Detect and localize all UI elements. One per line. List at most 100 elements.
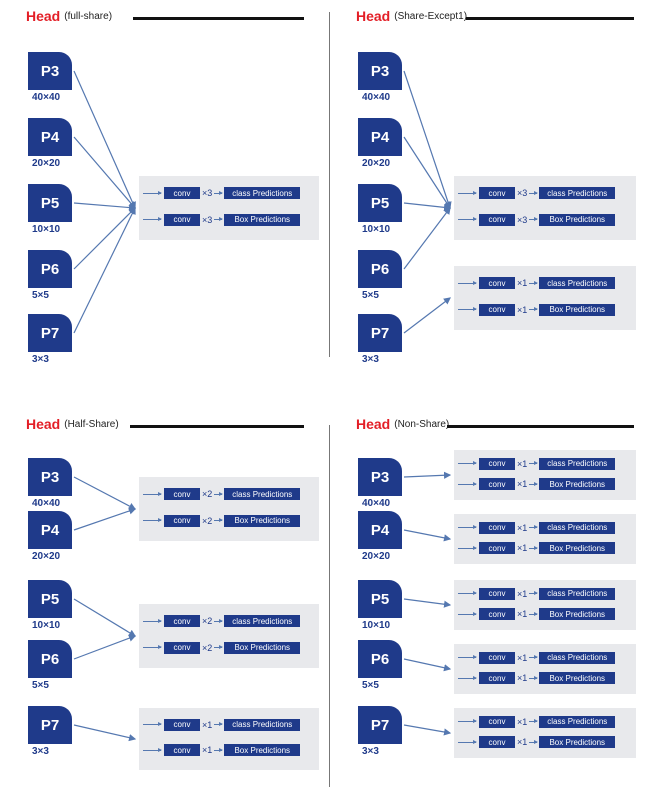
repeat-count: ×1 <box>517 716 528 727</box>
title-rule <box>133 17 304 20</box>
wire-p3 <box>403 70 452 210</box>
wire-p6 <box>403 658 452 672</box>
arrow-icon <box>529 217 539 222</box>
repeat-count: ×2 <box>202 489 213 500</box>
repeat-count: ×1 <box>517 673 528 683</box>
class-predictions-block: class Predictions <box>539 651 616 664</box>
class-predictions-block: class Predictions <box>539 457 616 470</box>
vertical-divider-bottom <box>329 425 330 787</box>
repeat-count: ×1 <box>517 588 528 599</box>
arrow-icon <box>458 481 477 486</box>
wire-p6 <box>73 207 136 270</box>
conv-block: conv <box>479 672 515 684</box>
conv-block: conv <box>479 715 515 728</box>
box-predictions-block: Box Predictions <box>539 303 616 316</box>
arrow-icon <box>214 747 224 752</box>
arrow-icon <box>143 722 162 727</box>
level-size-label: 20×20 <box>32 158 61 169</box>
box-predictions-block: Box Predictions <box>539 608 616 620</box>
class-prediction-row: conv×3 class Predictions <box>458 187 616 200</box>
wire-p5 <box>403 598 452 608</box>
wire-p5 <box>73 598 137 637</box>
level-size-label: 3×3 <box>32 354 49 365</box>
wire-p3 <box>73 70 136 210</box>
box-predictions-block: Box Predictions <box>539 478 616 490</box>
class-predictions-block: class Predictions <box>539 187 616 200</box>
arrow-icon <box>214 618 224 623</box>
class-prediction-row: conv×1 class Predictions <box>458 715 616 728</box>
level-node-p6: P6 <box>358 250 402 288</box>
repeat-count: ×1 <box>517 652 528 663</box>
repeat-count: ×1 <box>202 719 213 730</box>
repeat-count: ×3 <box>517 188 528 199</box>
level-size-label: 3×3 <box>362 354 379 365</box>
arrow-icon <box>143 518 162 523</box>
arrow-icon <box>458 719 477 723</box>
head-group <box>454 266 636 330</box>
repeat-count: ×3 <box>202 188 213 199</box>
conv-block: conv <box>479 587 515 600</box>
conv-block: conv <box>479 187 515 200</box>
level-size-label: 10×10 <box>362 224 391 235</box>
box-predictions-block: Box Predictions <box>539 542 616 554</box>
level-node-p6: P6 <box>28 640 72 678</box>
level-size-label: 40×40 <box>32 92 61 103</box>
panel-title: Head(Half-Share) <box>26 416 119 432</box>
box-prediction-row: conv×1 Box Predictions <box>458 672 616 684</box>
arrow-icon <box>458 190 477 195</box>
head-word: Head <box>26 8 61 24</box>
box-predictions-block: Box Predictions <box>539 736 616 748</box>
arrow-icon <box>529 190 539 195</box>
box-predictions-block: Box Predictions <box>539 672 616 684</box>
level-size-label: 3×3 <box>32 746 49 757</box>
level-node-p6: P6 <box>358 640 402 678</box>
level-node-p5: P5 <box>358 184 402 222</box>
level-node-p7: P7 <box>358 314 402 352</box>
wire-p7 <box>73 724 137 742</box>
arrow-icon <box>529 675 539 680</box>
level-node-p5: P5 <box>358 580 402 618</box>
head-group <box>139 708 319 770</box>
panel-title: Head(Non-Share) <box>356 416 449 432</box>
level-size-label: 20×20 <box>32 551 61 562</box>
panel-subtitle: (full-share) <box>64 10 113 22</box>
wire-p7 <box>73 206 136 334</box>
head-group <box>139 477 319 541</box>
box-predictions-block: Box Predictions <box>224 641 301 654</box>
arrow-icon <box>529 461 539 465</box>
level-node-p4: P4 <box>358 511 402 549</box>
head-group <box>454 176 636 240</box>
wire-p5 <box>403 202 452 211</box>
arrow-icon <box>214 645 224 650</box>
arrow-icon <box>458 655 477 659</box>
arrow-icon <box>458 525 477 529</box>
level-size-label: 10×10 <box>362 620 391 631</box>
level-size-label: 3×3 <box>362 746 379 757</box>
wire-p3 <box>403 471 452 479</box>
level-size-label: 10×10 <box>32 620 61 631</box>
repeat-count: ×3 <box>517 214 528 225</box>
wire-p7 <box>403 724 452 736</box>
conv-block: conv <box>479 303 515 316</box>
conv-block: conv <box>479 213 515 226</box>
arrow-icon <box>458 591 477 595</box>
arrow-icon <box>458 739 477 744</box>
arrow-icon <box>214 190 224 195</box>
box-predictions-block: Box Predictions <box>224 514 301 527</box>
conv-block: conv <box>164 744 200 757</box>
wire-p4 <box>73 507 137 531</box>
class-predictions-block: class Predictions <box>224 187 301 200</box>
arrow-icon <box>529 525 539 529</box>
conv-block: conv <box>164 187 200 200</box>
class-predictions-block: class Predictions <box>539 715 616 728</box>
vertical-divider-top <box>329 12 330 357</box>
